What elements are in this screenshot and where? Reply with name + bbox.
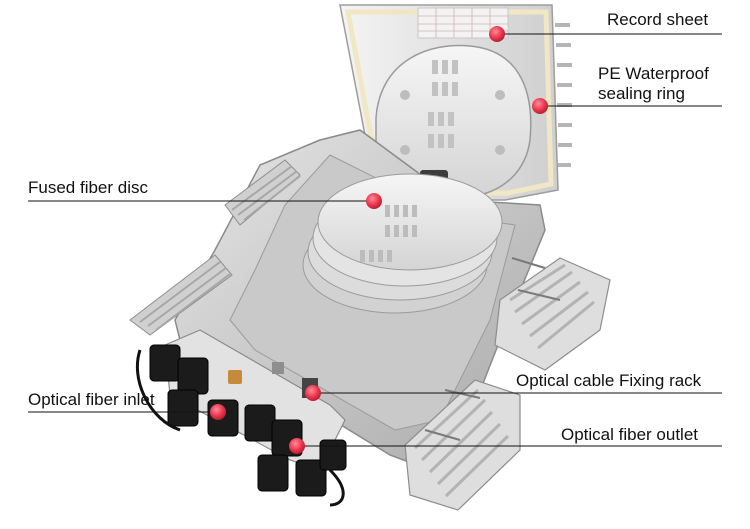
left-fins (129, 159, 301, 336)
label-optical-fiber-outlet: Optical fiber outlet (561, 425, 699, 444)
label-optical-cable-fixing-rack: Optical cable Fixing rack (516, 371, 702, 390)
lid-splice-tray (375, 44, 532, 198)
label-pe-waterproof-line2: sealing ring (598, 84, 685, 103)
splice-trays (302, 173, 503, 314)
label-record-sheet: Record sheet (607, 10, 709, 29)
label-optical-fiber-inlet: Optical fiber inlet (28, 390, 155, 409)
label-pe-waterproof-line1: PE Waterproof (598, 64, 709, 83)
marker-optical-fiber-inlet (210, 404, 226, 420)
marker-optical-cable-fixing-rack (305, 385, 321, 401)
marker-record-sheet (489, 26, 505, 42)
label-fused-fiber-disc: Fused fiber disc (28, 178, 148, 197)
right-racks (404, 257, 611, 511)
leader-lines (28, 33, 722, 447)
marker-optical-fiber-outlet (289, 438, 305, 454)
markers (210, 26, 548, 454)
marker-pe-waterproof (532, 98, 548, 114)
marker-fused-fiber-disc (366, 193, 382, 209)
